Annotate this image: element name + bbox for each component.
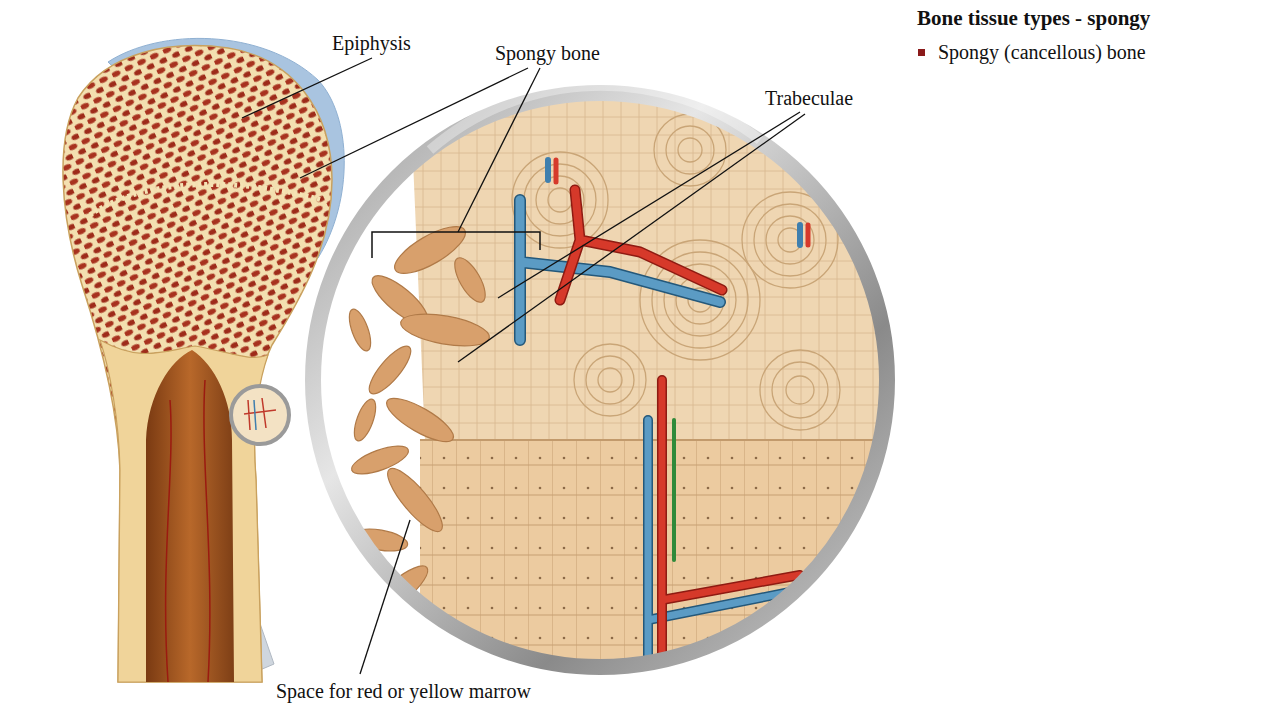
part-label: Epiphysis [330, 31, 413, 55]
bracket [372, 232, 540, 258]
part-label: Trabeculae [763, 86, 855, 110]
slide-title: Bone tissue types - spongy [915, 6, 1152, 30]
part-label: Spongy bone [493, 41, 602, 65]
leader-lines [242, 58, 805, 674]
bullet-text: Spongy (cancellous) bone [936, 40, 1148, 64]
part-label: Space for red or yellow marrow [274, 679, 533, 703]
bullet-square [918, 49, 925, 56]
